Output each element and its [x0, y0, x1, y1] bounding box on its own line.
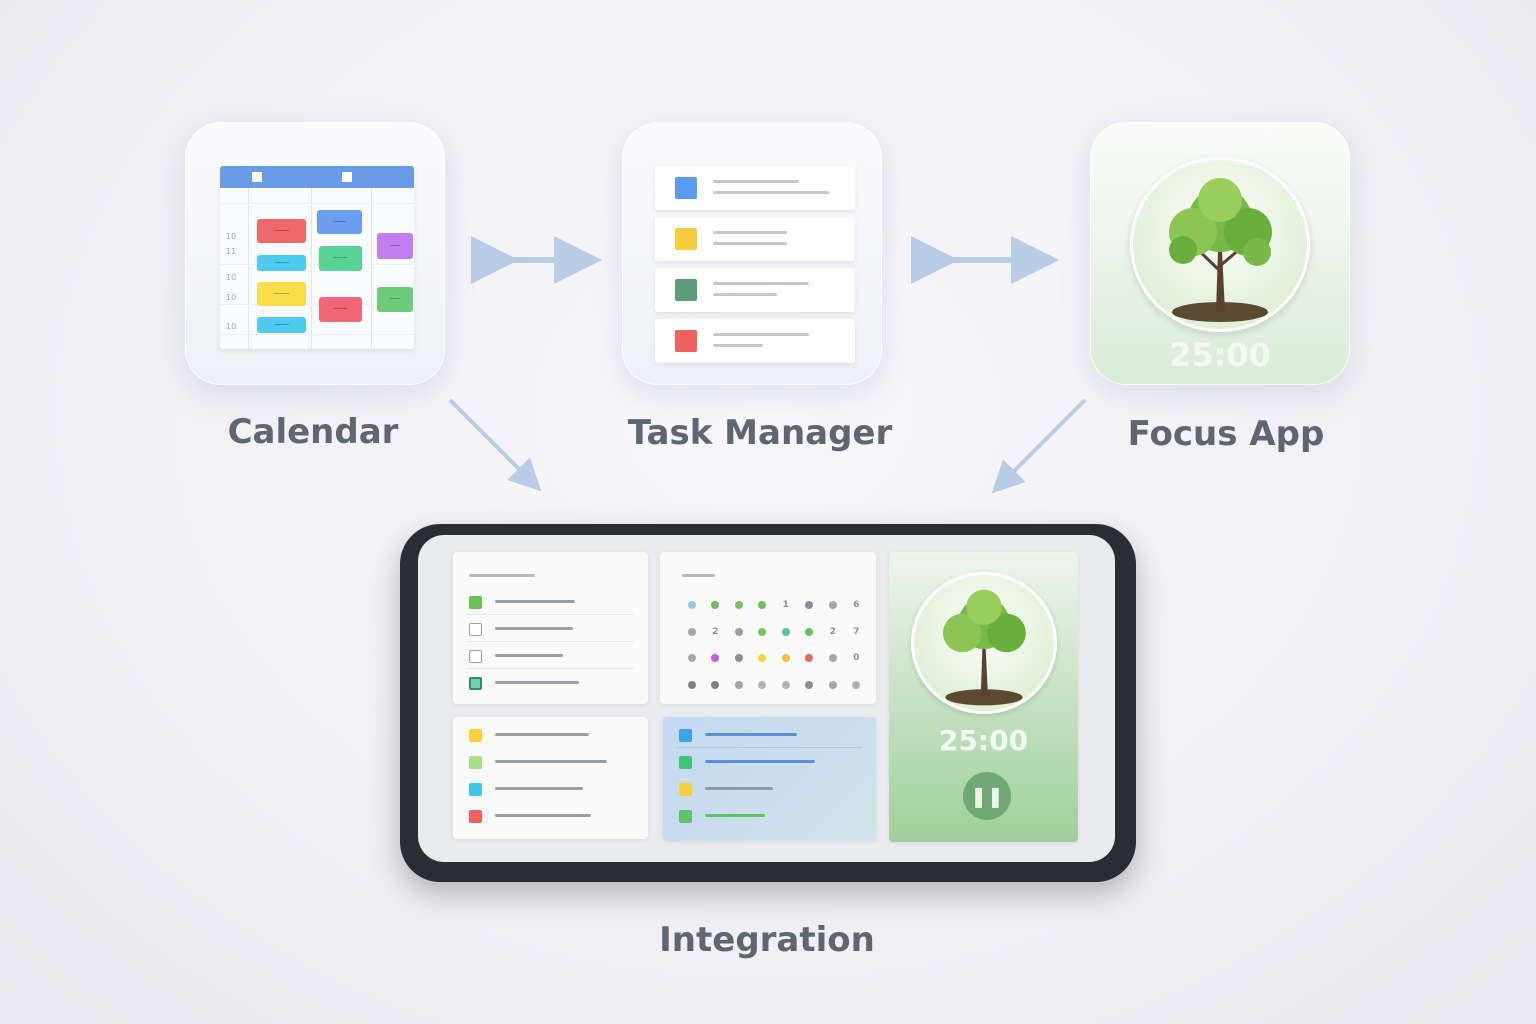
- day-number: 2: [829, 626, 836, 637]
- list-item: [677, 749, 862, 775]
- day-dot: [798, 645, 822, 672]
- day-dot: [798, 592, 822, 619]
- task-manager-app-icon[interactable]: [622, 122, 882, 385]
- phone-screen: 1 6 2 2 7 0 25:00 ❚❚: [418, 535, 1115, 862]
- checklist-panel: [453, 552, 648, 704]
- focus-timer: 25:00: [938, 724, 1029, 757]
- task-item: [655, 166, 855, 210]
- time-label: 10: [226, 322, 237, 331]
- task-item: [655, 268, 855, 312]
- day-dot: [774, 619, 798, 646]
- focus-app-label: Focus App: [1127, 414, 1325, 454]
- day-dot: [680, 592, 704, 619]
- list-item: [467, 749, 634, 775]
- day-dot: [680, 672, 704, 699]
- calendar-label: Calendar: [227, 412, 399, 452]
- day-dot: [821, 672, 845, 699]
- calendar-dots-panel: 1 6 2 2 7 0: [660, 552, 876, 704]
- day-dot: [751, 645, 775, 672]
- day-dot: [798, 619, 822, 646]
- checklist-item[interactable]: [467, 616, 634, 642]
- calendar-grid: 10 11 10 10 10: [220, 166, 414, 349]
- day-dot: [704, 645, 728, 672]
- list-item: [467, 722, 634, 748]
- calendar-event: [377, 233, 413, 259]
- day-number: 0: [853, 653, 860, 664]
- time-label: 10: [226, 273, 237, 282]
- time-label: 11: [226, 247, 237, 256]
- day-dot: [727, 619, 751, 646]
- list-item: [677, 776, 862, 802]
- pause-button[interactable]: ❚❚: [963, 772, 1011, 820]
- day-dot: [680, 645, 704, 672]
- dot-grid: 1 6 2 2 7 0: [680, 592, 868, 698]
- list-panel: [453, 717, 648, 839]
- phone-device: 1 6 2 2 7 0 25:00 ❚❚: [400, 524, 1136, 882]
- calendar-event: [319, 297, 362, 322]
- list-item: [677, 803, 862, 829]
- day-dot: [821, 592, 845, 619]
- day-number: 7: [853, 626, 860, 637]
- task-manager-label: Task Manager: [627, 413, 893, 453]
- day-dot: [774, 672, 798, 699]
- time-label: 10: [226, 232, 237, 241]
- day-dot: [751, 672, 775, 699]
- time-label: 10: [226, 293, 237, 302]
- calendar-event: [257, 282, 306, 306]
- list-item: [467, 803, 634, 829]
- day-dot: [798, 672, 822, 699]
- task-item: [655, 217, 855, 261]
- calendar-event: [317, 210, 362, 234]
- task-item: [655, 319, 855, 363]
- day-dot: [727, 672, 751, 699]
- calendar-event: [377, 287, 413, 312]
- calendar-event: [257, 219, 306, 243]
- checklist-item[interactable]: [467, 670, 634, 696]
- highlight-list-panel: [663, 717, 876, 841]
- focus-integration-arrow: [991, 398, 1087, 494]
- list-item: [467, 776, 634, 802]
- calendar-integration-arrow: [448, 398, 542, 492]
- list-item: [677, 722, 862, 748]
- calendar-event: [257, 317, 306, 333]
- day-dot: [845, 672, 869, 699]
- day-dot: [774, 645, 798, 672]
- day-dot: [704, 672, 728, 699]
- calendar-app-icon[interactable]: 10 11 10 10 10: [185, 122, 445, 385]
- day-dot: [821, 645, 845, 672]
- calendar-header: [220, 166, 414, 188]
- day-dot: [727, 645, 751, 672]
- day-dot: [727, 592, 751, 619]
- day-dot: [751, 592, 775, 619]
- day-number: 6: [853, 600, 860, 611]
- day-number: 1: [782, 600, 789, 611]
- day-dot: [751, 619, 775, 646]
- focus-app-icon[interactable]: 25:00: [1090, 122, 1350, 385]
- focus-panel: 25:00 ❚❚: [889, 552, 1078, 842]
- checklist-item[interactable]: [467, 643, 634, 669]
- calendar-event: [319, 246, 362, 271]
- tree-icon: [911, 572, 1057, 714]
- integration-label: Integration: [659, 920, 875, 960]
- calendar-event: [257, 255, 306, 271]
- day-number: 2: [712, 626, 719, 637]
- day-dot: [680, 619, 704, 646]
- tree-icon: [1130, 157, 1310, 332]
- focus-timer: 25:00: [1169, 336, 1271, 374]
- pause-icon: ❚❚: [970, 784, 1004, 808]
- checklist-item[interactable]: [467, 589, 634, 615]
- day-dot: [704, 592, 728, 619]
